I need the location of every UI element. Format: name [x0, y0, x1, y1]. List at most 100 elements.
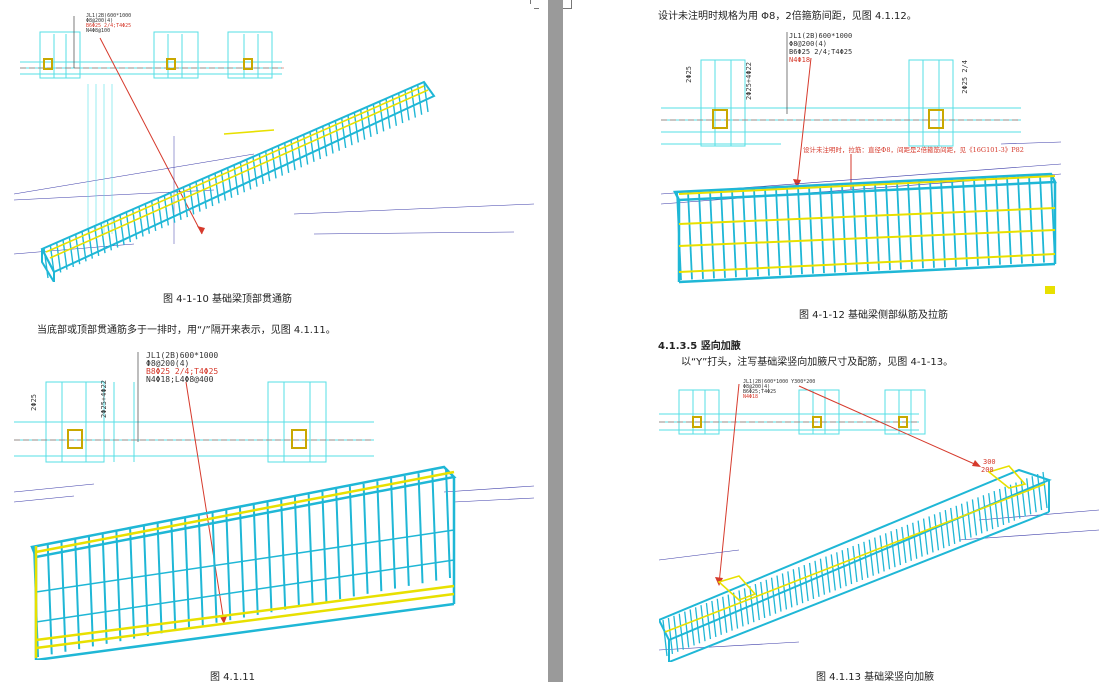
annotation-line: JL1(2B)600*1000 Y300*200	[743, 379, 816, 385]
stirrup-line	[290, 140, 296, 171]
stirrup-line	[885, 181, 891, 270]
stirrup-line	[404, 90, 410, 121]
stirrup-line	[950, 507, 956, 545]
stirrup-line	[841, 550, 847, 587]
stirrup-line	[700, 605, 706, 642]
stirrup-line	[814, 560, 820, 597]
stirrup-line	[798, 567, 804, 604]
section-heading: 4.1.3.5 竖向加腋	[658, 341, 741, 352]
stirrup-line	[939, 512, 945, 549]
stirrup-line	[775, 187, 781, 276]
beam-annotation-block: JL1(2B)600*1000 Φ8@200(4) B6Φ25 2/4;T4Φ2…	[789, 32, 852, 64]
stirrup-line	[742, 188, 748, 277]
figure-haunch: JL1(2B)600*1000 Y300*200 Φ8@200(4) B6Φ25…	[659, 370, 1099, 662]
stirrup-line	[684, 611, 690, 648]
stirrup-line	[982, 495, 988, 532]
stirrup-line	[749, 586, 755, 623]
stirrup-line	[765, 579, 771, 616]
stirrup-line	[321, 126, 328, 157]
stirrup-line	[743, 588, 750, 625]
stirrup-line	[315, 128, 322, 160]
beam-annotation-block: JL1(2B)600*1000 Φ8@200(4) B6Φ25 2/4;T4Φ2…	[86, 14, 131, 34]
beam-rebar-drawing	[661, 32, 1061, 294]
stirrup-line	[397, 92, 404, 124]
stirrup-line	[1009, 484, 1016, 521]
stirrup-line	[732, 592, 739, 629]
stirrup-line	[716, 598, 722, 635]
stirrup-line	[770, 577, 777, 614]
stirrup-line	[378, 101, 385, 132]
page-crop-mark	[563, 0, 572, 9]
annotation-line: Φ8@200(4)	[86, 18, 114, 24]
stirrup-line	[1017, 175, 1023, 264]
stirrup-line	[417, 473, 424, 584]
stirrup-line	[403, 475, 410, 586]
stirrup-line	[309, 131, 315, 162]
stirrup-line	[676, 191, 682, 281]
annotation-line: B8Φ25 2/4;T4Φ25	[146, 367, 219, 376]
stirrup-line	[662, 619, 668, 657]
annotation-line: N4Φ8@100	[86, 28, 111, 34]
stirrup-line	[445, 467, 451, 579]
stirrup-line	[678, 613, 684, 650]
stirrup-line	[906, 524, 912, 561]
stirrup-line	[142, 525, 149, 636]
figure-caption: 图 4-1-10 基础梁顶部贯通筋	[163, 294, 293, 305]
stirrup-line	[340, 117, 347, 149]
stirrup-line	[277, 145, 284, 176]
stirrup-line	[896, 181, 902, 270]
stirrup-line	[211, 512, 218, 623]
rebar-cage-3d	[40, 80, 436, 282]
stirrup-line	[901, 526, 907, 564]
stirrup-line	[918, 180, 924, 269]
stirrup-line	[156, 523, 163, 634]
stirrup-line	[907, 180, 913, 269]
stirrup-line	[808, 562, 815, 599]
stirrup-line	[391, 95, 398, 126]
stirrup-line	[115, 531, 122, 642]
dimension-label: 2Φ25+4Φ22	[745, 62, 753, 100]
stirrup-line	[764, 187, 770, 276]
stirrup-line	[797, 186, 803, 275]
stirrup-line	[966, 501, 972, 538]
stirrup-line	[917, 520, 923, 557]
beam-rebar-drawing	[14, 352, 534, 660]
stirrup-line	[197, 515, 204, 626]
dimension-label: 2Φ25	[30, 394, 38, 411]
stirrup-line	[694, 607, 701, 644]
stirrup-line	[720, 189, 726, 278]
stirrup-line	[1026, 478, 1032, 515]
annotation-line: B6Φ25 2/4;T4Φ25	[789, 48, 853, 56]
annotation-line: B6Φ25;T4Φ25	[743, 389, 777, 395]
stirrup-line	[170, 520, 177, 631]
stirrup-line	[252, 504, 259, 615]
stirrup-line	[955, 505, 961, 542]
stirrup-line	[353, 112, 360, 143]
stirrup-line	[43, 247, 49, 279]
document-page-left: JL1(2B)600*1000 Φ8@200(4) B6Φ25 2/4;T4Φ2…	[0, 0, 548, 682]
stirrup-line	[74, 539, 81, 650]
stirrup-line	[960, 503, 967, 540]
stirrup-line	[841, 184, 847, 273]
stirrup-line	[995, 176, 1001, 265]
red-note: 设计未注明时，拉筋：直径Φ8，间距是2倍箍筋间距，见《16G101-3》P82	[803, 146, 1024, 154]
annotation-line: N4Φ18;L4Φ8@400	[146, 375, 214, 384]
stirrup-line	[973, 177, 979, 266]
stirrup-line	[283, 142, 290, 173]
dimension-label: 2Φ25+4Φ22	[100, 380, 108, 418]
stirrup-line	[929, 179, 935, 268]
stirrup-line	[245, 159, 252, 190]
stirrup-line	[372, 104, 379, 135]
stirrup-line	[410, 87, 417, 118]
stirrup-line	[1006, 176, 1012, 265]
stirrup-line	[971, 499, 978, 536]
stirrup-line	[1031, 476, 1037, 513]
beam-annotation-block: JL1(2B)600*1000 Φ8@200(4) B8Φ25 2/4;T4Φ2…	[146, 352, 218, 384]
stirrup-line	[738, 590, 744, 627]
stirrup-line	[808, 185, 814, 274]
stirrup-line	[348, 486, 355, 597]
stirrup-line	[347, 115, 353, 146]
stirrup-line	[709, 190, 715, 279]
figure-multirow-rebar: JL1(2B)600*1000 Φ8@200(4) B8Φ25 2/4;T4Φ2…	[14, 342, 534, 660]
stirrup-line	[101, 533, 108, 644]
